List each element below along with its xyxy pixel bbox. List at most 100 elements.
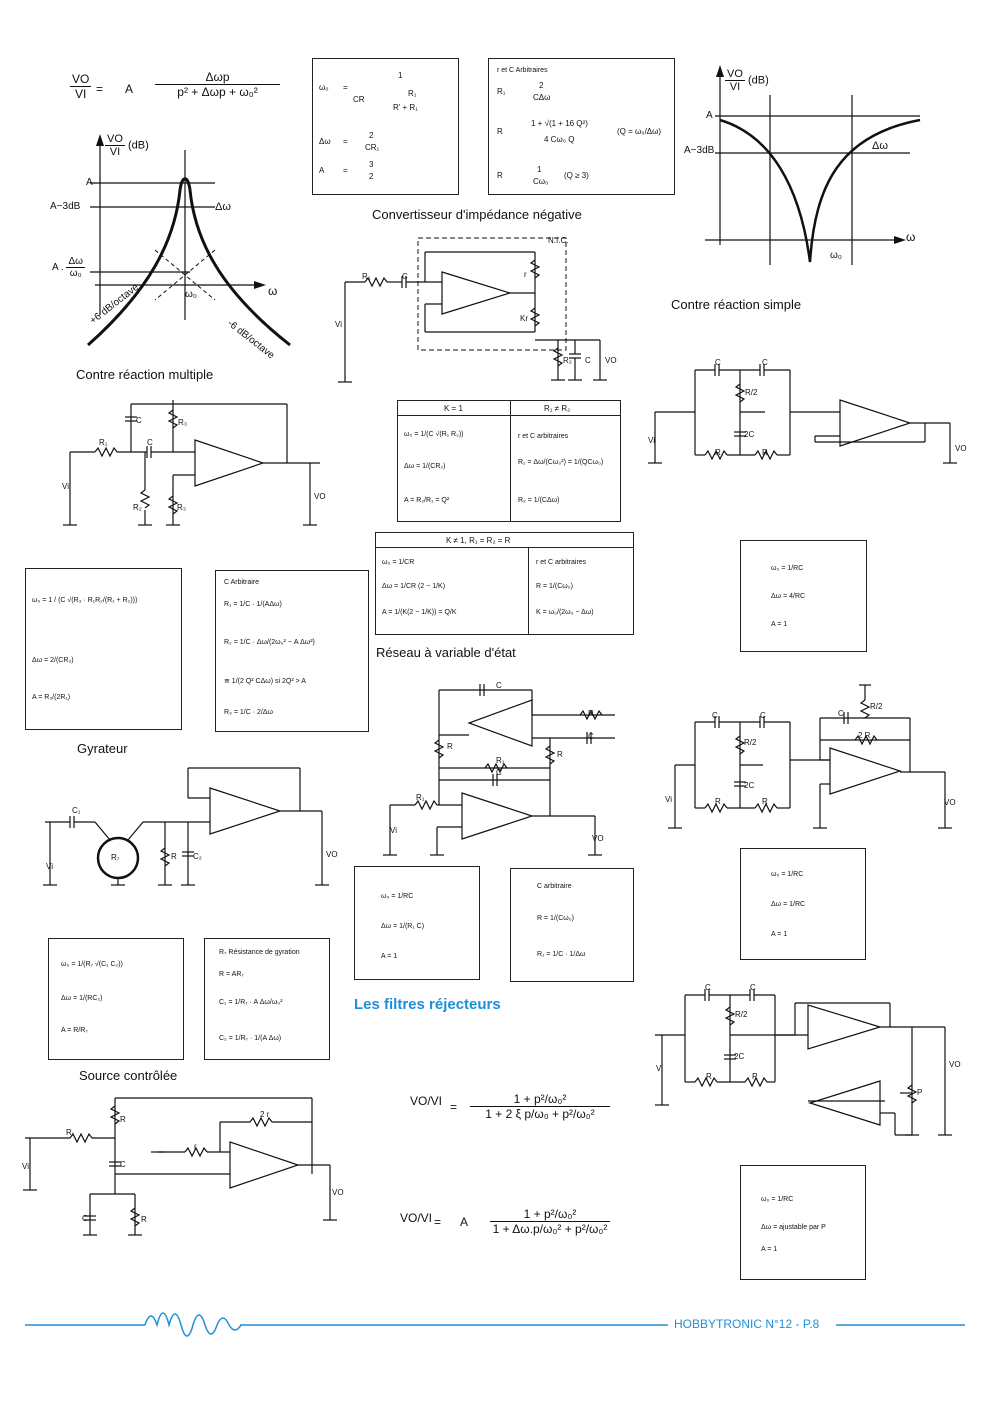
tt2-r-half: R/2	[744, 738, 757, 747]
nic-c2: C	[585, 356, 591, 365]
tt2-vo: VO	[944, 798, 956, 807]
footer-label: HOBBYTRONIC N°12 - P.8	[674, 1317, 820, 1331]
tt3-p: P	[917, 1088, 923, 1097]
caption-state-variable: Réseau à variable d'état	[376, 645, 516, 660]
state-variable-circuit	[383, 684, 615, 856]
mfb-vi: Vi	[62, 482, 69, 491]
sf-c: C	[715, 358, 721, 367]
sc-c: C	[120, 1160, 126, 1169]
tt3-vo: VO	[949, 1060, 961, 1069]
tt3-r-half: R/2	[735, 1010, 748, 1019]
reject2-lhs: VO/VI	[400, 1211, 433, 1225]
twin-t-formula-box-3: ω₀ = 1/RC Δω = ajustable par P A = 1	[740, 1165, 866, 1280]
footer-wave	[25, 1312, 965, 1337]
sv2-formula-box-left: ω₀ = 1/RC Δω = 1/(R₁ C) A = 1	[354, 866, 480, 980]
reject-formula-2: VO/VI = A 1 + p²/ω₀² 1 + Δω.p/ω₀² + p²/ω…	[400, 1185, 610, 1260]
formula-lhs-num: VO	[70, 72, 92, 87]
sc-c2: C	[82, 1214, 88, 1223]
mfb-vo: VO	[314, 492, 326, 501]
reject1-eq: =	[450, 1100, 458, 1114]
controlled-source-box-left: ω₀ = 1/(R₇ √(C₁ C₂)) Δω = 1/(RC₂) A = R/…	[48, 938, 184, 1060]
graph-left-dw: Δω	[215, 201, 231, 213]
graph-left-a: A	[86, 177, 93, 188]
tt2-c-top: C	[838, 709, 844, 718]
caption-gyrator: Gyrateur	[77, 741, 128, 756]
gyr-c2: C₂	[193, 852, 202, 861]
nic-r2: R₂	[563, 356, 572, 365]
reject1-lhs: VO/VI	[410, 1094, 443, 1108]
controlled-source-circuit	[23, 1097, 337, 1236]
gyrator-circuit	[43, 767, 329, 886]
tt2-2c: 2C	[744, 781, 755, 790]
graph-right-w0: ω₀	[830, 250, 842, 261]
tt2-2r: 2 R	[858, 731, 871, 740]
svc-r: R	[588, 709, 594, 718]
sc-vi: Vi	[22, 1162, 29, 1171]
nic-kr: Kr	[520, 314, 528, 323]
tt3-r1: R	[706, 1072, 712, 1081]
gyr-c1: C₁	[72, 806, 81, 815]
mfb-formula-table: K = 1 R₁ ≠ R₂ ω₀ = 1/(C √(R₁ R₂)) Δω = 1…	[397, 400, 621, 522]
nic-r1: R₁	[362, 272, 371, 281]
controlled-source-box-right: R₇ Résistance de gyration R = AR₇ C₁ = 1…	[204, 938, 330, 1060]
tt2-vi: Vi	[665, 795, 672, 804]
reject2-eq: =	[434, 1215, 442, 1229]
sf-r: R	[715, 448, 721, 457]
sf-vi: Vi	[648, 436, 655, 445]
formula-eq: =	[96, 82, 104, 96]
twin-t-circuit-3	[655, 989, 952, 1136]
sf-2c: 2C	[744, 430, 755, 439]
gyr-vi: Vi	[46, 862, 53, 871]
nic-vo: VO	[605, 356, 617, 365]
formula-lhs-den: VI	[75, 87, 87, 101]
sc-r2: R	[141, 1215, 147, 1224]
gyr-r7: R₇	[111, 853, 120, 862]
tt2-r1: R	[715, 797, 721, 806]
reject2-num: 1 + p²/ω₀²	[490, 1185, 610, 1222]
graph-left-w0: ω₀	[185, 289, 197, 300]
svc-vo: VO	[592, 834, 604, 843]
sf-r2: R	[762, 448, 768, 457]
gyr-r: R	[171, 852, 177, 861]
svc-c: C	[496, 681, 502, 690]
sc-vo: VO	[332, 1188, 344, 1197]
tt3-r2: R	[752, 1072, 758, 1081]
sv-formula-table: K ≠ 1, R₁ = R₂ = R ω₀ = 1/CR Δω = 1/CR (…	[375, 532, 634, 635]
sc-r: R	[120, 1115, 126, 1124]
tt2-c1: C	[712, 711, 718, 720]
svc-c2: C	[588, 732, 594, 741]
gyr-vo: VO	[326, 850, 338, 859]
mfb-c: C	[136, 416, 142, 425]
reject1-den: 1 + 2 ξ p/ω₀ + p²/ω₀²	[485, 1107, 595, 1121]
formula-a: A	[125, 82, 134, 96]
nic-vi: Vi	[335, 320, 342, 329]
tt2-r2: R	[762, 797, 768, 806]
nic-formula-box-right: r et C Arbitraires R₁ 2 CΔω R 1 + √(1 + …	[488, 58, 675, 195]
mfb-r2: R₂	[133, 503, 142, 512]
gyrator-formula-box-left: ω₀ = 1 / (C √(R₃ · R₁R₂/(R₁ + R₂))) Δω =…	[25, 568, 182, 730]
reject1-num: 1 + p²/ω₀²	[470, 1070, 610, 1107]
reject2-den: 1 + Δω.p/ω₀² + p²/ω₀²	[492, 1222, 608, 1236]
simple-formula-box: ω₀ = 1/RC Δω = 4/RC A = 1	[740, 540, 867, 652]
sc-2r: 2 r	[260, 1110, 270, 1119]
sv2-formula-box-right: C arbitraire R = 1/(Cω₀) R₁ = 1/C · 1/Δω	[510, 868, 634, 982]
tt2-r-half-top: R/2	[870, 702, 883, 711]
twin-t-formula-box-2: ω₀ = 1/RC Δω = 1/RC A = 1	[740, 848, 866, 960]
sc-r1: R₁	[66, 1128, 75, 1137]
simple-feedback-circuit	[648, 364, 957, 464]
svc-r1b: R₁	[416, 793, 425, 802]
gyrator-formula-box-right: C Arbitraire R₁ = 1/C · 1/(AΔω) R₂ = 1/C…	[215, 570, 369, 732]
bandpass-graph	[87, 134, 291, 347]
graph-right-dw: Δω	[872, 140, 888, 152]
graph-right-a: A	[706, 110, 713, 121]
formula-num: Δωp	[155, 70, 280, 85]
reject-formula-1: VO/VI = 1 + p²/ω₀² 1 + 2 ξ p/ω₀ + p²/ω₀²	[410, 1070, 610, 1140]
nic-c: C	[402, 272, 408, 281]
caption-nic: Convertisseur d'impédance négative	[372, 207, 582, 222]
nic-r: r	[524, 270, 527, 279]
tt3-2c: 2C	[734, 1052, 745, 1061]
svc-r4: R	[557, 750, 563, 759]
